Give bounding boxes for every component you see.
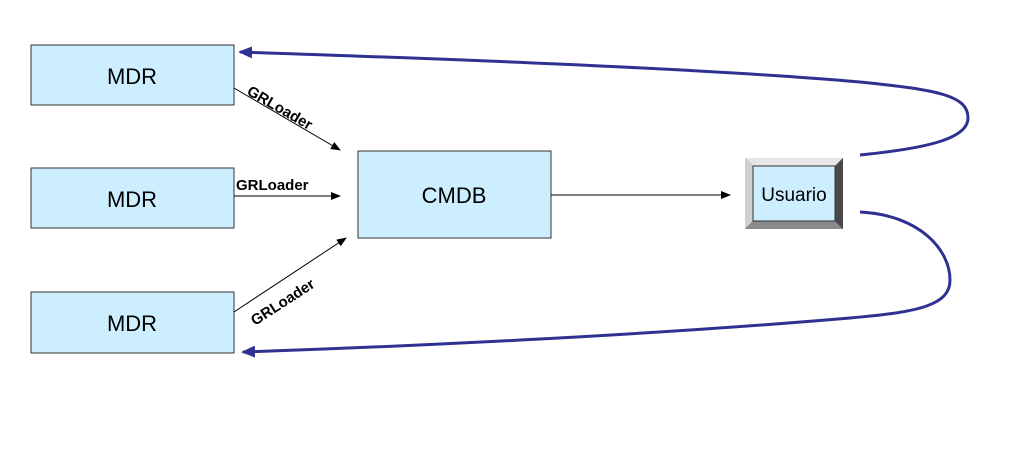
mdr-bottom-node: MDR — [30, 291, 235, 354]
user-bevel-bottom — [745, 221, 843, 229]
user-bevel-right — [835, 158, 843, 229]
loader-bottom-arrow — [233, 237, 347, 313]
cmdb-node: CMDB — [357, 150, 552, 239]
loader-bottom-label: GRLoader — [248, 276, 318, 330]
user-node: Usuario — [745, 158, 843, 229]
cmdb-box — [357, 150, 552, 239]
mdr-top-node: MDR — [30, 44, 235, 106]
mdr-middle-node: MDR — [30, 167, 235, 229]
user-to-mdr-bottom-curve — [241, 210, 952, 358]
mdr-bottom-box — [30, 291, 235, 354]
mdr-bottom-label: MDR — [107, 311, 157, 336]
mdr-middle-box — [30, 167, 235, 229]
user-bevel-left — [745, 158, 753, 229]
loader-middle-label: GRLoader — [236, 177, 309, 194]
cmdb-label: CMDB — [422, 183, 487, 208]
user-face — [752, 165, 836, 222]
loader-top-arrow — [233, 87, 341, 151]
loader-top-label: GRLoader — [244, 83, 315, 134]
mdr-top-label: MDR — [107, 64, 157, 89]
mdr-middle-label: MDR — [107, 187, 157, 212]
user-label: Usuario — [761, 185, 826, 206]
user-to-mdr-top-curve — [238, 46, 970, 157]
mdr-top-box — [30, 44, 235, 106]
user-bevel-top — [745, 158, 843, 166]
